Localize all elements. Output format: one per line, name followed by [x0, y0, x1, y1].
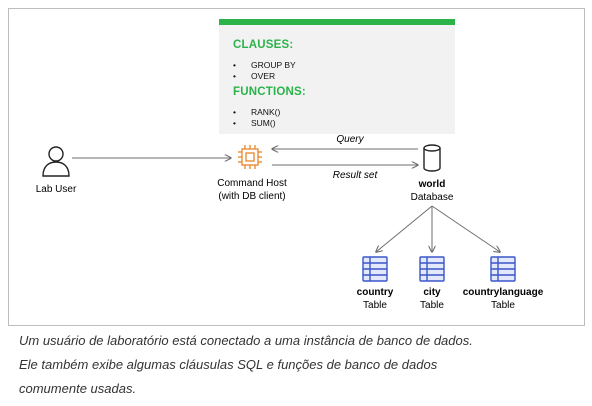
person-icon — [42, 146, 70, 177]
query-label: Query — [336, 134, 364, 145]
figure-caption: Um usuário de laboratório está conectado… — [19, 329, 579, 401]
table-name-countrylanguage: countrylanguage — [462, 287, 544, 298]
lab-user-label: Lab User — [35, 184, 77, 195]
table-icon — [490, 256, 516, 282]
table-icon — [419, 256, 445, 282]
caption-line: Um usuário de laboratório está conectado… — [19, 333, 473, 348]
table-name-city: city — [423, 287, 441, 298]
command-host-label: Command Host — [217, 178, 287, 189]
panel-accent-bar — [219, 19, 455, 25]
result-set-label: Result set — [332, 170, 378, 181]
database-label: Database — [410, 192, 454, 203]
sql-panel: CLAUSES: •GROUP BY •OVER FUNCTIONS: •RAN… — [219, 19, 455, 134]
functions-heading: FUNCTIONS: — [233, 86, 306, 98]
table-label-countrylanguage: Table — [491, 300, 515, 311]
db-to-country-arrow — [376, 205, 433, 252]
table-label-city: Table — [420, 300, 444, 311]
clause-item: •GROUP BY — [233, 60, 296, 70]
database-cylinder-icon — [423, 144, 441, 172]
function-item: •RANK() — [233, 107, 281, 117]
command-host-sublabel: (with DB client) — [218, 191, 286, 202]
table-label-country: Table — [363, 300, 387, 311]
table-name-country: country — [356, 287, 394, 298]
clause-item: •OVER — [233, 71, 276, 81]
function-item: •SUM() — [233, 118, 276, 128]
db-to-countrylanguage-arrow — [431, 205, 500, 252]
diagram-frame — [8, 8, 585, 326]
caption-line: Ele também exibe algumas cláusulas SQL e… — [19, 357, 438, 372]
database-name: world — [418, 179, 446, 190]
caption-line: comumente usadas. — [19, 381, 137, 396]
table-icon — [362, 256, 388, 282]
chip-icon — [238, 145, 262, 169]
clauses-heading: CLAUSES: — [233, 39, 294, 51]
